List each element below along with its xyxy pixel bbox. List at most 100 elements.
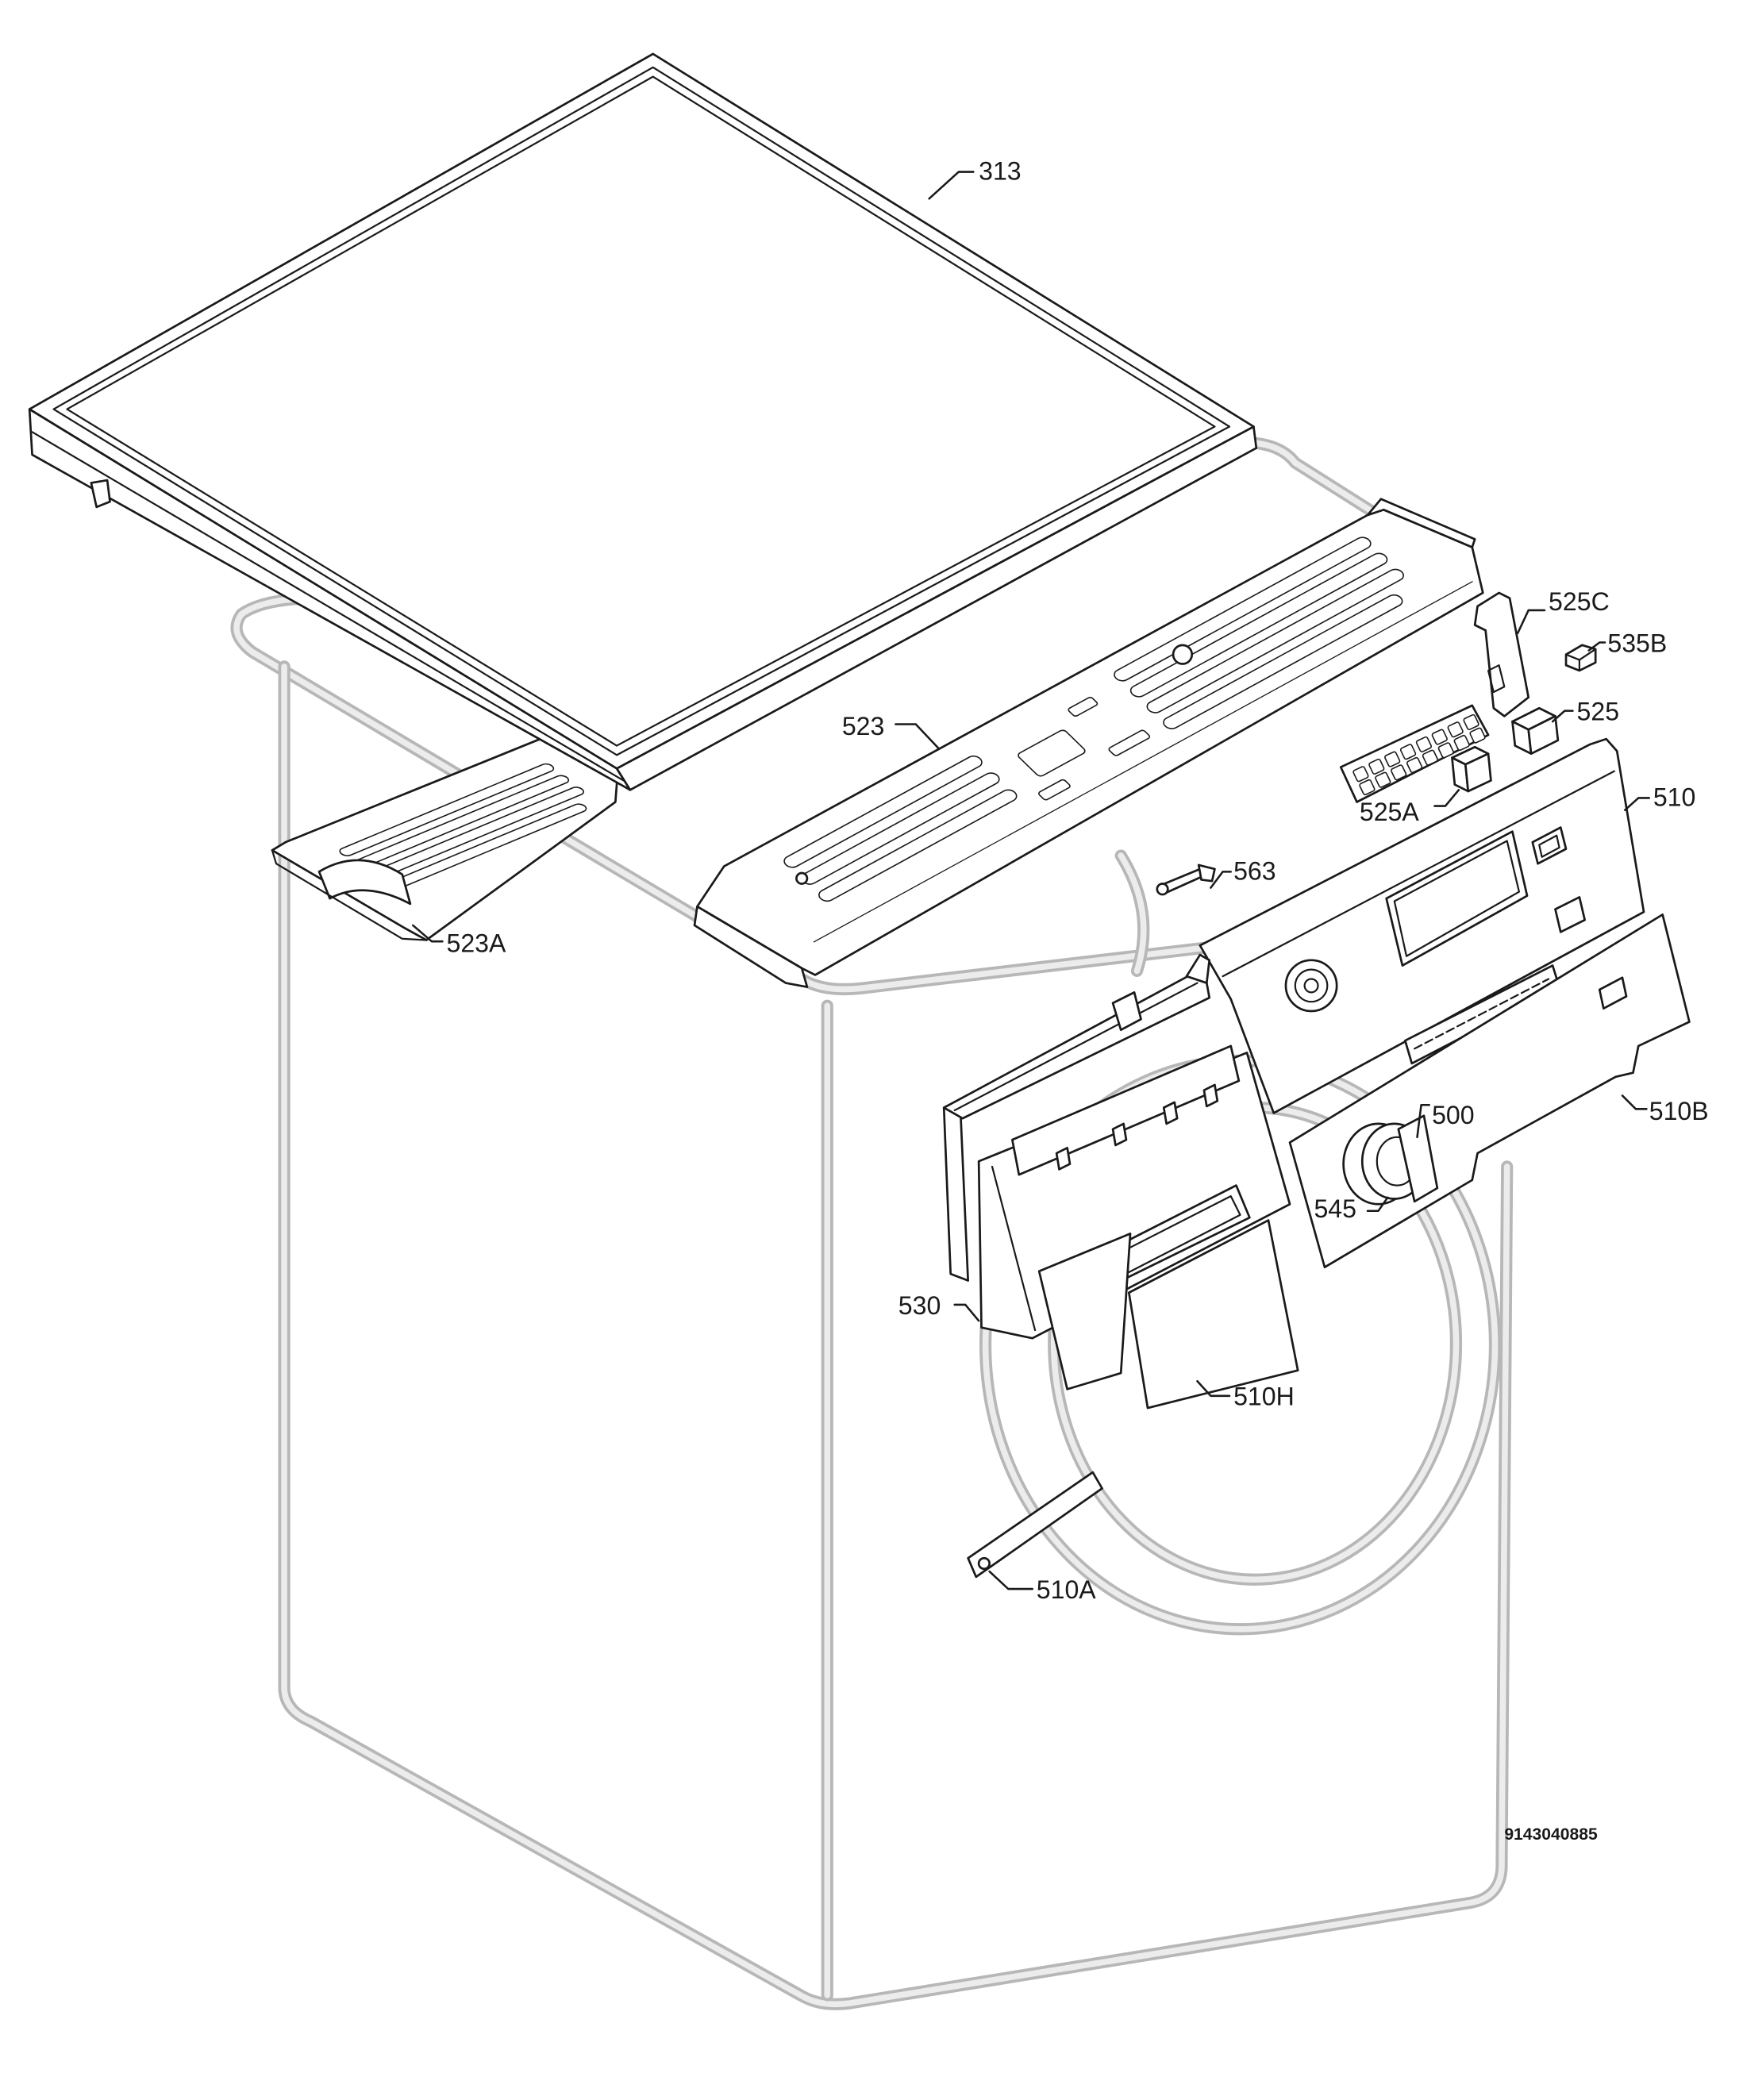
rail-523-slot [1068,697,1099,717]
callout-535b: 535B [1607,629,1667,657]
drawer-slot [1055,1146,1072,1171]
callout-525: 525 [1577,697,1620,725]
bracket-525c-body [1473,591,1530,717]
rail-523-slot [1128,552,1391,699]
leader-545 [1366,1196,1389,1212]
flap-510h [1127,1219,1299,1410]
callout-313: 313 [979,157,1022,186]
rail-523 [693,498,1484,988]
cabinet-front-arc-inner [1118,852,1147,975]
display-window-outer [1385,830,1529,967]
rail-523a-slot [337,763,556,857]
callout-530: 530 [898,1291,941,1320]
lid-rim-inner [66,75,1216,747]
dispenser-530 [942,953,1291,1390]
rail-523-front-wall [814,582,1472,942]
leader-530 [953,1303,980,1322]
module-525a-contact [1463,714,1479,730]
module-525a-contact [1438,742,1454,758]
knob-500 [1342,1114,1439,1206]
dispenser-frame-top-line [953,982,1199,1112]
drawer-slot [1162,1101,1179,1125]
button-strip-keys [1414,978,1550,1050]
rail-523a [271,717,622,941]
leader-510h [1196,1379,1231,1398]
dispenser-frame-tab [1185,953,1211,984]
rail-523-slot-area [745,514,1472,942]
module-525a-contact [1352,766,1368,782]
clip-535b-edge [1564,648,1597,672]
rail-523-slot [816,788,1020,904]
knob-grip [1397,1114,1439,1203]
leader-lines [412,171,1651,1590]
module-525a-contact [1406,757,1422,773]
rail-523-slot [1037,779,1071,801]
dispenser-frame-left [942,1098,969,1282]
callout-500: 500 [1432,1101,1475,1129]
knob-hole-outer [1284,959,1338,1013]
knob-hole-center [1303,978,1319,994]
rail-523-hole [795,871,809,885]
leader-525a [1433,789,1460,807]
display-window-inner [1393,840,1520,957]
callout-525a: 525A [1360,798,1420,826]
cabinet-side-and-bottom-inner [281,663,1510,2008]
bracket-525c-window [1487,664,1506,694]
module-525a [1339,704,1492,803]
panel-square-inner [1538,834,1560,858]
leader-523a [412,924,444,943]
clip-535b-body [1564,644,1597,672]
rail-523a-slot-area [337,763,602,892]
button-525-side [1527,715,1560,756]
pin-563-end [1156,883,1169,896]
lid-rim-outer [52,66,1231,756]
leader-510a [988,1570,1033,1590]
strip-510a-body [967,1471,1103,1579]
callout-labels: 313 525C 535B 525 523 510 525A 563 523A … [447,157,1709,1844]
lid-313 [28,52,1258,791]
rail-523-center-knob [1172,644,1194,665]
leader-313 [928,171,975,200]
callout-545: 545 [1314,1194,1356,1223]
leader-523 [895,723,940,750]
module-525a-contact [1400,744,1416,760]
rail-523a-end-flange [271,849,428,941]
bracket-525c [1473,591,1530,717]
module-525a-contact [1416,737,1432,752]
rail-523a-slots [337,763,602,892]
leader-510 [1624,797,1651,811]
callout-523: 523 [842,712,885,740]
module-525a-contact [1469,728,1485,744]
rail-523-slot [1144,567,1406,715]
module-525a-contact [1422,750,1438,766]
control-panel-510 [1199,737,1645,1114]
drawer-left-flap [1037,1233,1132,1390]
module-525a-contact [1375,772,1391,788]
module-525a-contacts [1352,714,1485,795]
rail-523-right-bracket [1366,498,1476,548]
strip-510a [967,1471,1103,1579]
leader-525 [1551,710,1574,723]
leader-500 [1416,1103,1430,1139]
rail-523-slots [745,514,1472,942]
drawer-top-compartment [1011,1044,1241,1176]
drawer-slot [1202,1083,1219,1108]
rail-523-slot [1017,729,1087,778]
cabinet-top-edge-inner [233,594,1217,993]
control-panel-bevel [1222,770,1615,978]
strip-510a-hole [977,1556,991,1571]
lid-top [28,52,1255,770]
module-525a-contact [1391,764,1406,780]
drawing-number: 9143040885 [1504,1825,1598,1844]
knob-hole-inner [1294,968,1329,1003]
drawer-left-edge [991,1165,1037,1332]
module-525a-contact [1448,721,1464,737]
leader-563 [1210,871,1232,889]
module-525a-contact [1359,779,1375,795]
callout-523a: 523A [447,929,507,958]
rail-523-slot [1160,593,1405,731]
rail-523-left-flange [693,905,809,988]
module-525a-button-side [1464,752,1492,793]
panel-small-opening [1554,896,1587,933]
